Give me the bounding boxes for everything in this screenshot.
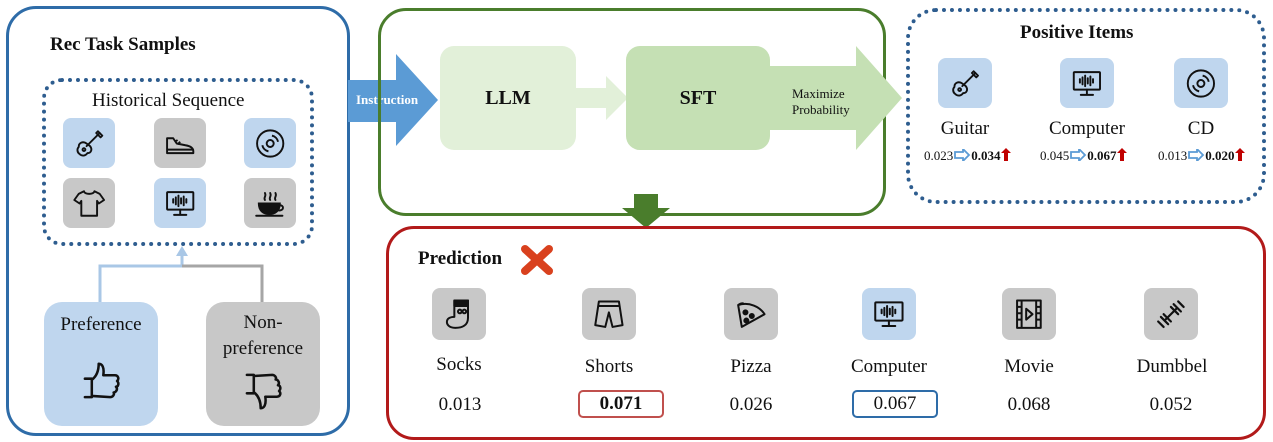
right-arrow-icon — [954, 146, 971, 164]
instruction-label: Instruction — [356, 92, 419, 107]
positive-guitar-name: Guitar — [940, 118, 990, 139]
positive-computer-tile — [1060, 58, 1114, 108]
maximize-probability-label: Maximize Probability — [792, 86, 850, 118]
positive-cd-tile — [1174, 58, 1228, 108]
guitar-score-before: 0.023 — [924, 148, 954, 163]
prediction-dumbbell-tile — [1144, 288, 1198, 340]
prediction-pizza-name: Pizza — [730, 356, 772, 377]
guitar-score-after: 0.034 — [971, 148, 1001, 163]
positive-items-title: Positive Items — [1020, 22, 1134, 43]
cd-score-before: 0.013 — [1158, 148, 1188, 163]
positive-cd-name: CD — [1187, 118, 1215, 139]
sft-box: SFT — [626, 46, 770, 150]
historical-sequence-title: Historical Sequence — [92, 90, 245, 111]
instruction-arrow — [348, 54, 438, 146]
sock-icon — [440, 296, 478, 332]
up-arrow-icon — [1116, 148, 1127, 161]
down-arrow — [622, 194, 670, 228]
thumbs-down-icon — [240, 368, 286, 414]
prediction-computer-score: 0.067 — [852, 390, 938, 418]
cd-score-after: 0.020 — [1205, 148, 1235, 163]
positive-computer-name: Computer — [1049, 118, 1125, 139]
nonpreference-label-line2: preference — [222, 338, 304, 359]
up-arrow-icon — [1000, 148, 1011, 161]
prediction-socks-name: Socks — [436, 354, 482, 375]
llm-box: LLM — [440, 46, 576, 150]
prediction-computer-tile — [862, 288, 916, 340]
thumbs-up-icon — [78, 358, 124, 404]
prediction-panel — [386, 226, 1266, 440]
preference-box: Preference — [44, 302, 158, 426]
prediction-dumbbell-score: 0.052 — [1149, 394, 1193, 415]
maximize-probability-arrow — [770, 46, 902, 150]
prediction-computer-name: Computer — [851, 356, 927, 377]
positive-cd-score: 0.013 0.020 — [1158, 146, 1245, 164]
history-cd-tile — [244, 118, 296, 168]
rec-task-panel — [6, 6, 350, 436]
llm-label: LLM — [485, 86, 531, 109]
computer-icon — [1068, 66, 1106, 101]
prediction-dumbbell-name: Dumbbel — [1136, 356, 1208, 377]
prediction-pizza-tile — [724, 288, 778, 340]
guitar-icon — [946, 66, 984, 101]
shorts-icon — [590, 296, 628, 332]
computer-icon — [870, 296, 908, 332]
right-arrow-icon — [1070, 146, 1087, 164]
prediction-movie-name: Movie — [1004, 356, 1054, 377]
history-guitar-tile — [63, 118, 115, 168]
prediction-pizza-score: 0.026 — [729, 394, 773, 415]
history-coffee-tile — [244, 178, 296, 228]
llm-to-sft-arrow — [576, 76, 628, 120]
computer-score-after: 0.067 — [1087, 148, 1117, 163]
positive-items-panel — [906, 8, 1266, 204]
prediction-movie-score: 0.068 — [1007, 394, 1051, 415]
maximize-line2: Probability — [792, 102, 850, 117]
preference-label: Preference — [60, 314, 142, 335]
history-tshirt-tile — [63, 178, 115, 228]
nonpreference-label-line1: Non- — [243, 312, 283, 333]
positive-guitar-score: 0.023 0.034 — [924, 146, 1011, 164]
prediction-socks-score: 0.013 — [438, 394, 482, 415]
prediction-movie-tile — [1002, 288, 1056, 340]
positive-guitar-tile — [938, 58, 992, 108]
prediction-socks-tile — [432, 288, 486, 340]
preference-connector — [98, 246, 264, 302]
history-sneaker-tile — [154, 118, 206, 168]
nonpreference-box: Non- preference — [206, 302, 320, 426]
rec-task-title: Rec Task Samples — [50, 34, 196, 55]
right-arrow-icon — [1188, 146, 1205, 164]
history-computer-tile — [154, 178, 206, 228]
prediction-title: Prediction — [418, 248, 503, 269]
pizza-icon — [732, 296, 770, 332]
film-icon — [1010, 296, 1048, 332]
up-arrow-icon — [1234, 148, 1245, 161]
positive-computer-score: 0.045 0.067 — [1040, 146, 1127, 164]
wrong-cross-icon — [521, 245, 553, 275]
prediction-shorts-score: 0.071 — [578, 390, 664, 418]
computer-score-before: 0.045 — [1040, 148, 1070, 163]
maximize-line1: Maximize — [792, 86, 845, 101]
historical-sequence-box — [42, 78, 314, 246]
cd-icon — [1182, 66, 1220, 101]
dumbbell-icon — [1152, 296, 1190, 332]
sft-label: SFT — [679, 86, 717, 109]
prediction-shorts-name: Shorts — [584, 356, 634, 377]
prediction-shorts-tile — [582, 288, 636, 340]
